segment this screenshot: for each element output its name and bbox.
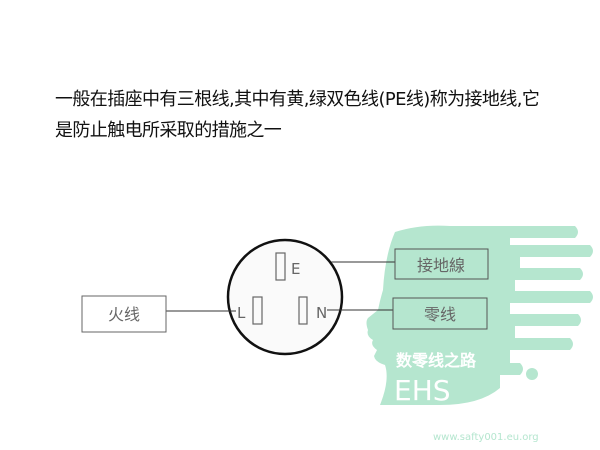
paragraph-line-2: 是防止触电所采取的措施之一 <box>55 120 282 141</box>
neutral-label-box <box>392 297 488 330</box>
socket-outline <box>226 238 344 356</box>
watermark-url: www.safty001.eu.org <box>433 432 539 443</box>
terminal-n-label: N <box>316 304 327 322</box>
watermark-face-logo <box>366 225 593 405</box>
terminal-l-label: L <box>237 304 246 322</box>
paragraph-line-1: 一般在插座中有三根线,其中有黄,绿双色线(PE线)称为接地线,它 <box>55 89 540 110</box>
terminal-e-label: E <box>291 260 300 278</box>
live-slot <box>252 296 263 325</box>
watermark-logo-text: EHS <box>394 374 451 407</box>
live-label-box <box>81 295 167 333</box>
earth-slot <box>275 252 286 281</box>
description-paragraph: 一般在插座中有三根线,其中有黄,绿双色线(PE线)称为接地线,它 是防止触电所采… <box>55 84 585 146</box>
live-label: 火线 <box>108 305 140 324</box>
neutral-slot <box>298 296 308 325</box>
ground-label-box <box>394 248 489 280</box>
neutral-label: 零线 <box>424 305 456 324</box>
watermark-slogan: 数零线之路 <box>396 351 477 370</box>
ground-label: 接地線 <box>417 256 465 275</box>
